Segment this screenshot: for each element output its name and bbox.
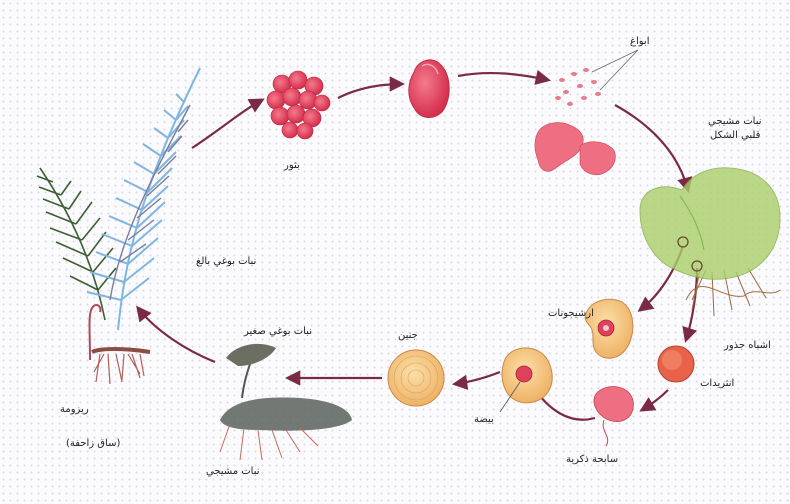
arrow-spores-to-gametophyte bbox=[615, 105, 688, 190]
spores-scatter bbox=[555, 68, 601, 106]
young-sporophyte-illustration bbox=[220, 344, 352, 460]
arrow-gametophyte-to-antheridium bbox=[686, 268, 697, 340]
arrow-antheridium-to-sperm bbox=[642, 390, 668, 410]
rhizome-note-label: (ساق زاحفة) bbox=[66, 438, 120, 450]
spores-pointer-lines bbox=[592, 50, 638, 90]
gametophyte-label-line2: قلبي الشكل bbox=[710, 130, 760, 142]
young-prothallus bbox=[535, 123, 615, 175]
embryo-label: جنين bbox=[398, 330, 418, 342]
adult-sporophyte-label: نبات بوغي بالغ bbox=[196, 256, 256, 268]
sporangium bbox=[409, 60, 450, 118]
spores-label: ابواغ bbox=[630, 36, 649, 48]
gametophyte-heart-shaped bbox=[640, 168, 780, 316]
dark-frond bbox=[37, 168, 116, 320]
sperm-illustration bbox=[594, 387, 634, 447]
arrow-sporangium-to-spores bbox=[458, 73, 548, 80]
sori-cluster bbox=[267, 71, 330, 139]
gametophyte-bottom-label: نبات مشيجي bbox=[206, 466, 260, 478]
egg-illustration bbox=[502, 348, 552, 403]
arrow-sori-to-sporangium bbox=[338, 84, 402, 98]
gametophyte-label-line1: نبات مشيجي bbox=[708, 116, 762, 128]
antheridia-label: انثريدات bbox=[700, 378, 734, 390]
rhizome-roots bbox=[92, 349, 150, 384]
adult-sporophyte-illustration bbox=[37, 68, 200, 384]
egg-label: بيضة bbox=[474, 414, 494, 426]
arrow-frond-to-sori bbox=[192, 100, 262, 148]
young-sporophyte-label: نبات بوغي صغير bbox=[244, 326, 312, 338]
arrow-egg-to-embryo bbox=[455, 372, 500, 384]
embryo-illustration bbox=[388, 350, 444, 406]
sporangia-label: بثور bbox=[284, 160, 300, 172]
sperm-label: سابحة ذكرية bbox=[566, 454, 618, 466]
archegonium-label: ارشيجونات bbox=[548, 308, 594, 320]
antheridium-illustration bbox=[658, 346, 694, 382]
rhizome-label: ريزومة bbox=[60, 404, 89, 416]
rhizoids-label: اشباه جذور bbox=[724, 340, 771, 352]
